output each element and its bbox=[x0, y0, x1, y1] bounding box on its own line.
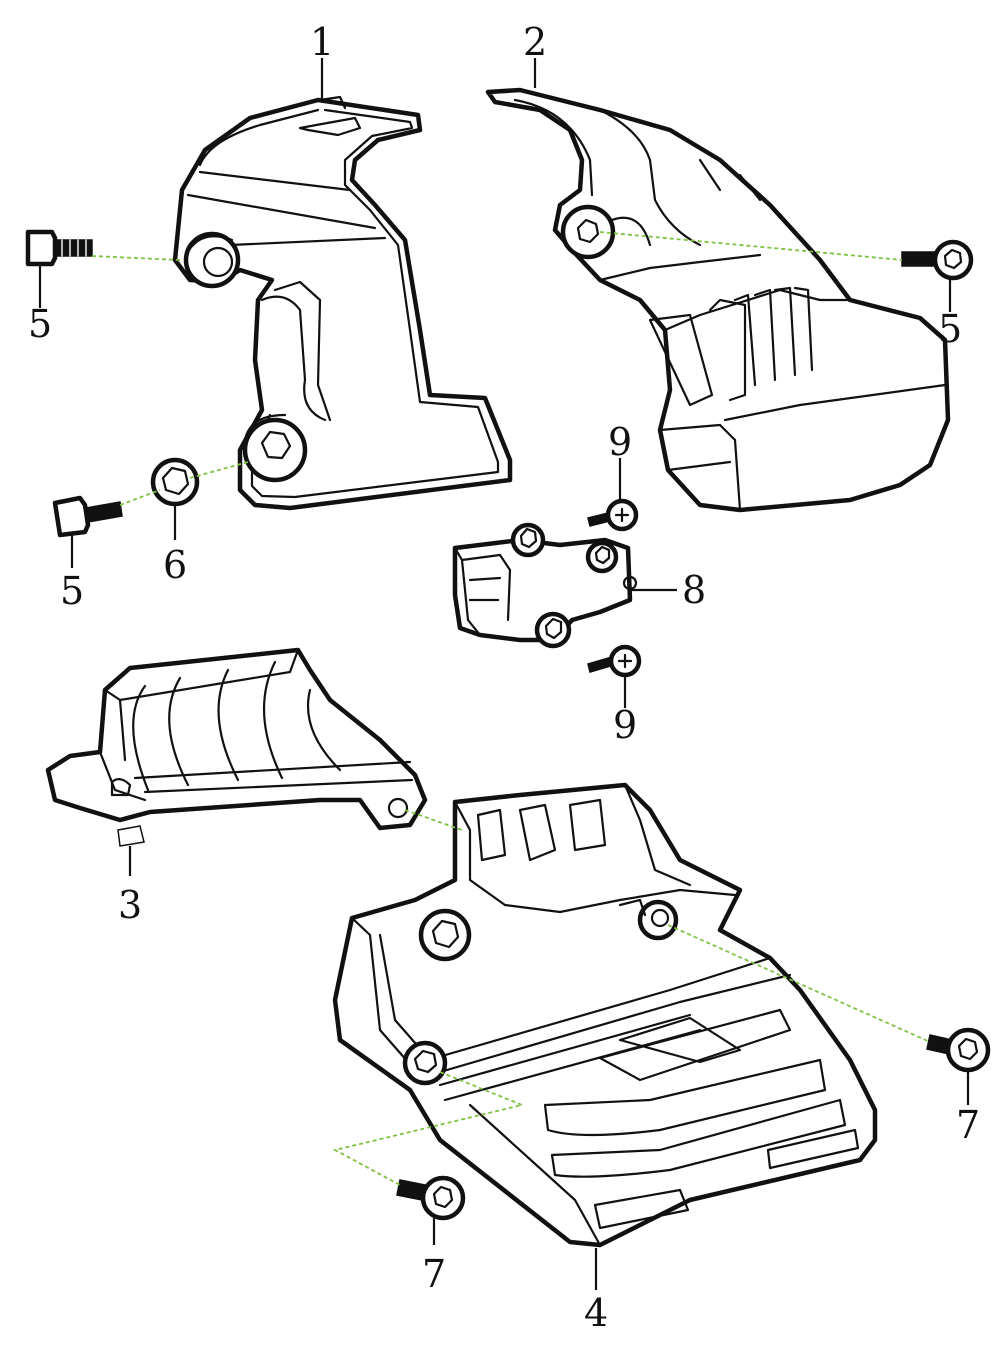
part-1-left-cover bbox=[172, 95, 513, 511]
part-2-right-cover bbox=[485, 87, 951, 513]
assembly-path bbox=[332, 1071, 525, 1186]
part-3-finned-guard bbox=[45, 647, 428, 847]
callout-9a: 9 bbox=[608, 420, 632, 464]
part-6-flange-nut bbox=[150, 457, 200, 507]
part-7-lower-bolt bbox=[396, 1175, 466, 1221]
callout-5a: 5 bbox=[28, 302, 52, 346]
callout-2: 2 bbox=[523, 20, 547, 64]
callout-4: 4 bbox=[584, 1291, 608, 1335]
callout-7b: 7 bbox=[422, 1252, 446, 1296]
part-5-upper-left-bolt bbox=[25, 229, 93, 267]
callout-5c: 5 bbox=[60, 569, 84, 613]
callout-5b: 5 bbox=[938, 307, 962, 351]
assembly-paths bbox=[91, 231, 931, 1186]
part-8-bracket bbox=[452, 522, 638, 649]
callout-9b: 9 bbox=[613, 703, 637, 747]
callout-3: 3 bbox=[118, 883, 142, 927]
part-7-right-bolt bbox=[926, 1027, 991, 1073]
part-9-lower-screw bbox=[587, 644, 642, 678]
callout-8: 8 bbox=[682, 568, 706, 612]
assembly-path bbox=[599, 231, 903, 261]
part-4-lower-guard bbox=[332, 782, 878, 1248]
assembly-path bbox=[667, 924, 931, 1043]
part-9-upper-screw bbox=[587, 498, 639, 532]
callout-1: 1 bbox=[310, 20, 334, 64]
callout-7a: 7 bbox=[956, 1103, 980, 1147]
callout-6: 6 bbox=[163, 543, 187, 587]
assembly-path bbox=[404, 809, 463, 831]
part-5-upper-right-bolt bbox=[901, 239, 974, 281]
assembly-path bbox=[119, 461, 249, 506]
part-5-lower-left-bolt bbox=[52, 495, 123, 538]
assembly-path bbox=[91, 255, 181, 261]
